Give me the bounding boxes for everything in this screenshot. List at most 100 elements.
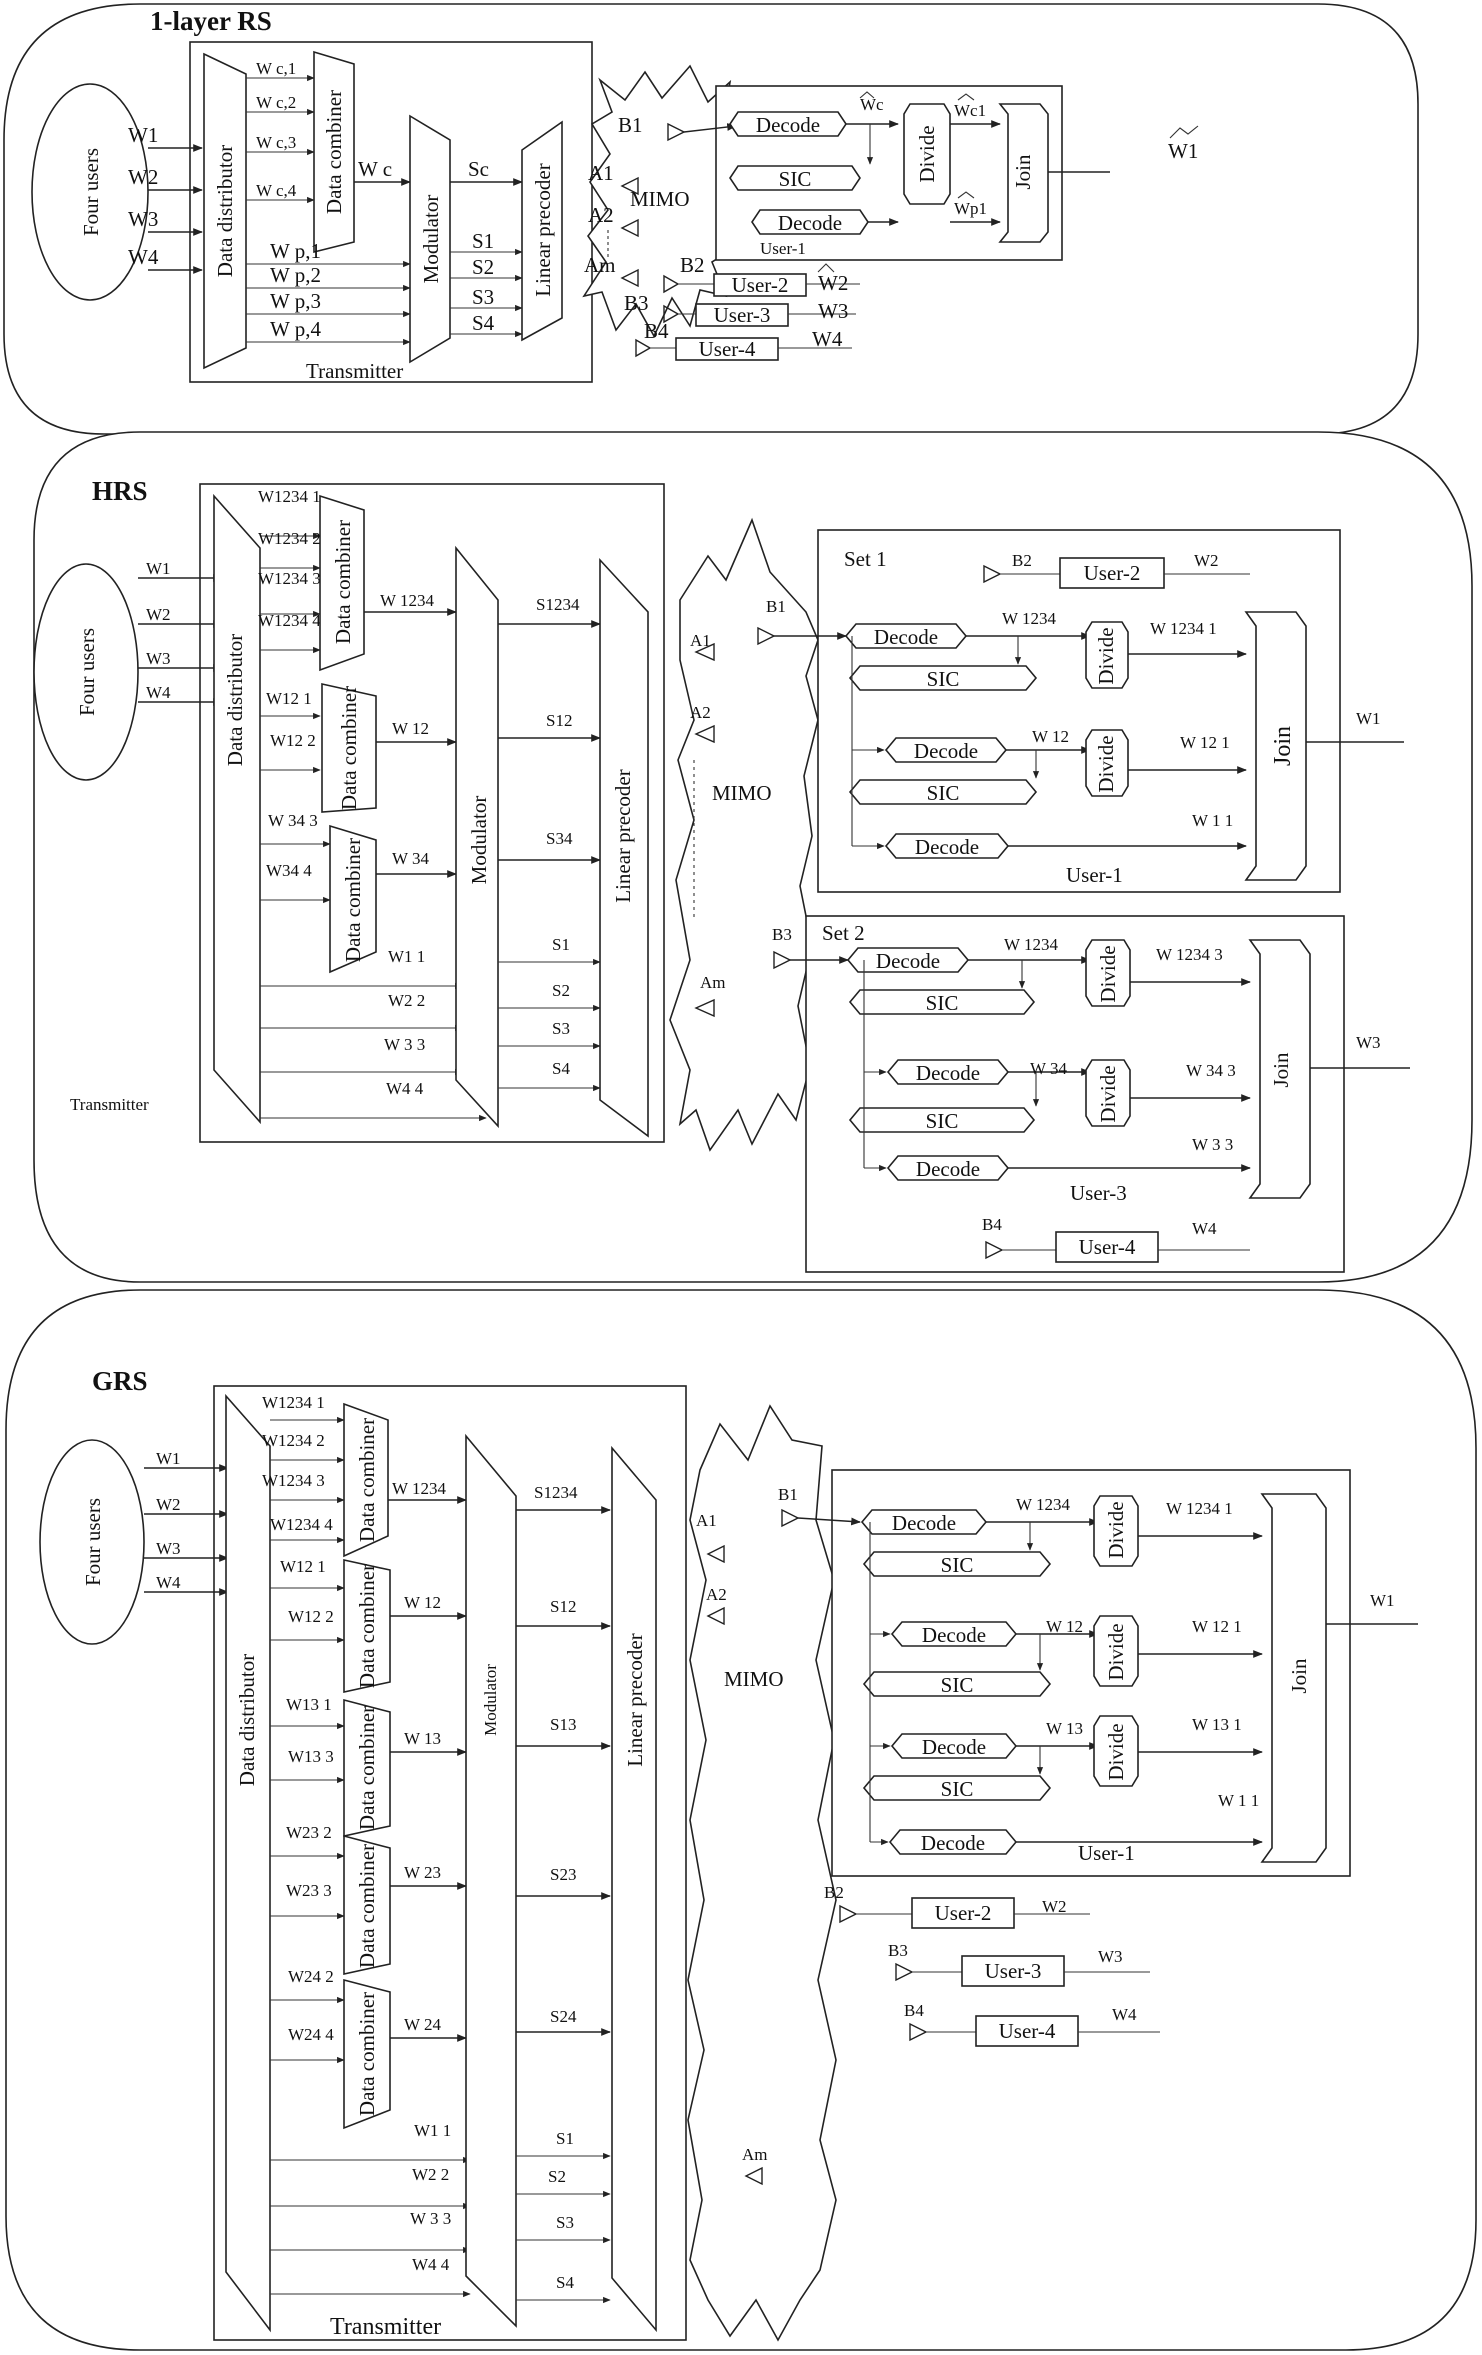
hrs-s2-decode-1-label: Decode — [876, 949, 940, 973]
grs-pp-3: W 3 3 — [410, 2209, 451, 2228]
grs-a2-antenna — [706, 1606, 725, 1626]
grs-transmitter-box — [213, 1385, 687, 2341]
hrs-s1-o3: W 1 1 — [1192, 811, 1233, 830]
grs-w13: W 13 — [404, 1729, 441, 1748]
hrs-comb-12 — [321, 683, 377, 813]
hrs-comb-34-label: Data combiner — [341, 838, 365, 962]
rs-four-users — [31, 83, 149, 301]
grs-in-label-3: W3 — [156, 1539, 181, 1558]
grs-decode-2-label: Decode — [922, 1623, 986, 1647]
rs-user4-box — [675, 337, 779, 361]
grs-c1-p3: W1234 3 — [262, 1471, 325, 1490]
hrs-s1234: S1234 — [536, 595, 580, 614]
grs-c5-p1: W24 2 — [288, 1967, 334, 1986]
rs-user4: User-4 — [699, 337, 756, 361]
hrs-in-label-1: W1 — [146, 559, 171, 578]
rs-decode-common-label: Decode — [756, 113, 820, 137]
hrs-s2-user4-box — [1055, 1231, 1159, 1263]
hrs-a2-antenna — [694, 724, 715, 744]
grs-decode-1-label: Decode — [892, 1511, 956, 1535]
grs-in-label-1: W1 — [156, 1449, 181, 1468]
hrs-s1-w1-hat: W1 — [1356, 709, 1381, 728]
hrs-s1-decode-1 — [844, 623, 968, 649]
rs-c-part-3: W c,3 — [256, 133, 296, 152]
grs-s23: S23 — [550, 1865, 576, 1884]
hrs-s3: S3 — [552, 1019, 570, 1038]
grs-w23: W 23 — [404, 1863, 441, 1882]
rs-title: 1-layer RS — [150, 6, 272, 36]
rs-data-combiner — [313, 50, 355, 254]
hrs-transmitter-label: Transmitter — [70, 1095, 149, 1114]
rs-join-label: Join — [1011, 154, 1035, 190]
hrs-p12-2: W12 2 — [270, 731, 316, 750]
rs-in-label-1: W1 — [128, 123, 158, 147]
rs-sc-label: Sc — [468, 157, 489, 181]
hrs-set2-b3: B3 — [772, 925, 792, 944]
hrs-s1-user1: User-1 — [1066, 863, 1123, 887]
rs-p-part-2: W p,2 — [270, 263, 321, 287]
rs-a1-antenna — [620, 176, 639, 196]
grs-sic-3 — [862, 1775, 1052, 1801]
grs-w2-hat: W2 — [1042, 1897, 1067, 1916]
grs-w4-hat: W4 — [1112, 2005, 1137, 2024]
hrs-s2-join-label: Join — [1269, 1052, 1293, 1088]
rs-divide-label: Divide — [915, 125, 939, 182]
grs-o1: W 1234 1 — [1166, 1499, 1233, 1518]
grs-sic-2 — [862, 1671, 1052, 1697]
grs-s12: S12 — [550, 1597, 576, 1616]
grs-join-label: Join — [1287, 1658, 1311, 1694]
rs-a2: A2 — [588, 203, 614, 227]
rs-am: Am — [584, 253, 616, 277]
grs-a1-antenna — [706, 1544, 725, 1564]
grs-panel: GRS Transmitter Four users W1 W2 W3 W4 D… — [5, 1289, 1477, 2351]
rs-p-part-3: W p,3 — [270, 289, 321, 313]
rs-user3-box — [695, 303, 789, 327]
rs-s-2: S2 — [472, 255, 494, 279]
hrs-set1-label: Set 1 — [844, 547, 887, 571]
hrs-s1-sic-2-label: SIC — [927, 781, 960, 805]
rs-c-part-2: W c,2 — [256, 93, 296, 112]
grs-comb-1234 — [343, 1402, 389, 1558]
grs-o2: W 12 1 — [1192, 1617, 1242, 1636]
hrs-comb1234-inputs — [260, 532, 321, 654]
hrs-panel: HRS Transmitter Four users W1 W2 W3 W4 D… — [33, 431, 1473, 1283]
grs-in-label-4: W4 — [156, 1573, 181, 1592]
hrs-s2-decode-1 — [846, 947, 970, 973]
grs-linear-precoder — [611, 1445, 657, 2333]
hrs-set2-label: Set 2 — [822, 921, 865, 945]
grs-mimo-cloud — [687, 1404, 837, 2342]
hrs-s1-sic-1 — [848, 665, 1038, 691]
rs-mimo-label: MIMO — [630, 187, 690, 211]
grs-b3: B3 — [888, 1941, 908, 1960]
grs-four-users — [39, 1439, 145, 1645]
hrs-s2-hat-1: W 1234 — [1004, 935, 1058, 954]
grs-sic-3-label: SIC — [941, 1777, 974, 1801]
rs-w1-hat: W1 — [1168, 139, 1198, 163]
grs-title: GRS — [92, 1366, 148, 1396]
rs-panel: 1-layer RS Transmitter Four users W1 W2 … — [3, 3, 1419, 435]
rs-am-antenna — [620, 268, 639, 288]
rs-w2-hat: W2 — [818, 271, 848, 295]
hrs-s2-hat-2: W 34 — [1030, 1059, 1067, 1078]
grs-in-label-2: W2 — [156, 1495, 181, 1514]
grs-divide-3 — [1093, 1715, 1139, 1787]
hrs-p12-1: W12 1 — [266, 689, 312, 708]
grs-divide-1-label: Divide — [1104, 1501, 1128, 1558]
hrs-w1234: W 1234 — [380, 591, 434, 610]
grs-pp-1: W1 1 — [414, 2121, 451, 2140]
hrs-w34: W 34 — [392, 849, 429, 868]
grs-transmitter-label: Transmitter — [330, 2314, 441, 2340]
grs-b2-antenna — [839, 1904, 858, 1924]
rs-user2: User-2 — [732, 273, 789, 297]
hrs-pp-4: W4 4 — [386, 1079, 424, 1098]
rs-wc1-hat-mark — [957, 93, 975, 101]
grs-comb-23 — [343, 1834, 391, 1975]
grs-divide-3-label: Divide — [1104, 1723, 1128, 1780]
hrs-s2-w3-hat: W3 — [1356, 1033, 1381, 1052]
hrs-s1-decode-3 — [884, 833, 1010, 859]
grs-w1234: W 1234 — [392, 1479, 446, 1498]
rs-b3-antenna — [663, 304, 680, 324]
hrs-set2-b3-antenna — [773, 950, 792, 970]
grs-am: Am — [742, 2145, 768, 2164]
hrs-p1234-1: W1234 1 — [258, 487, 321, 506]
